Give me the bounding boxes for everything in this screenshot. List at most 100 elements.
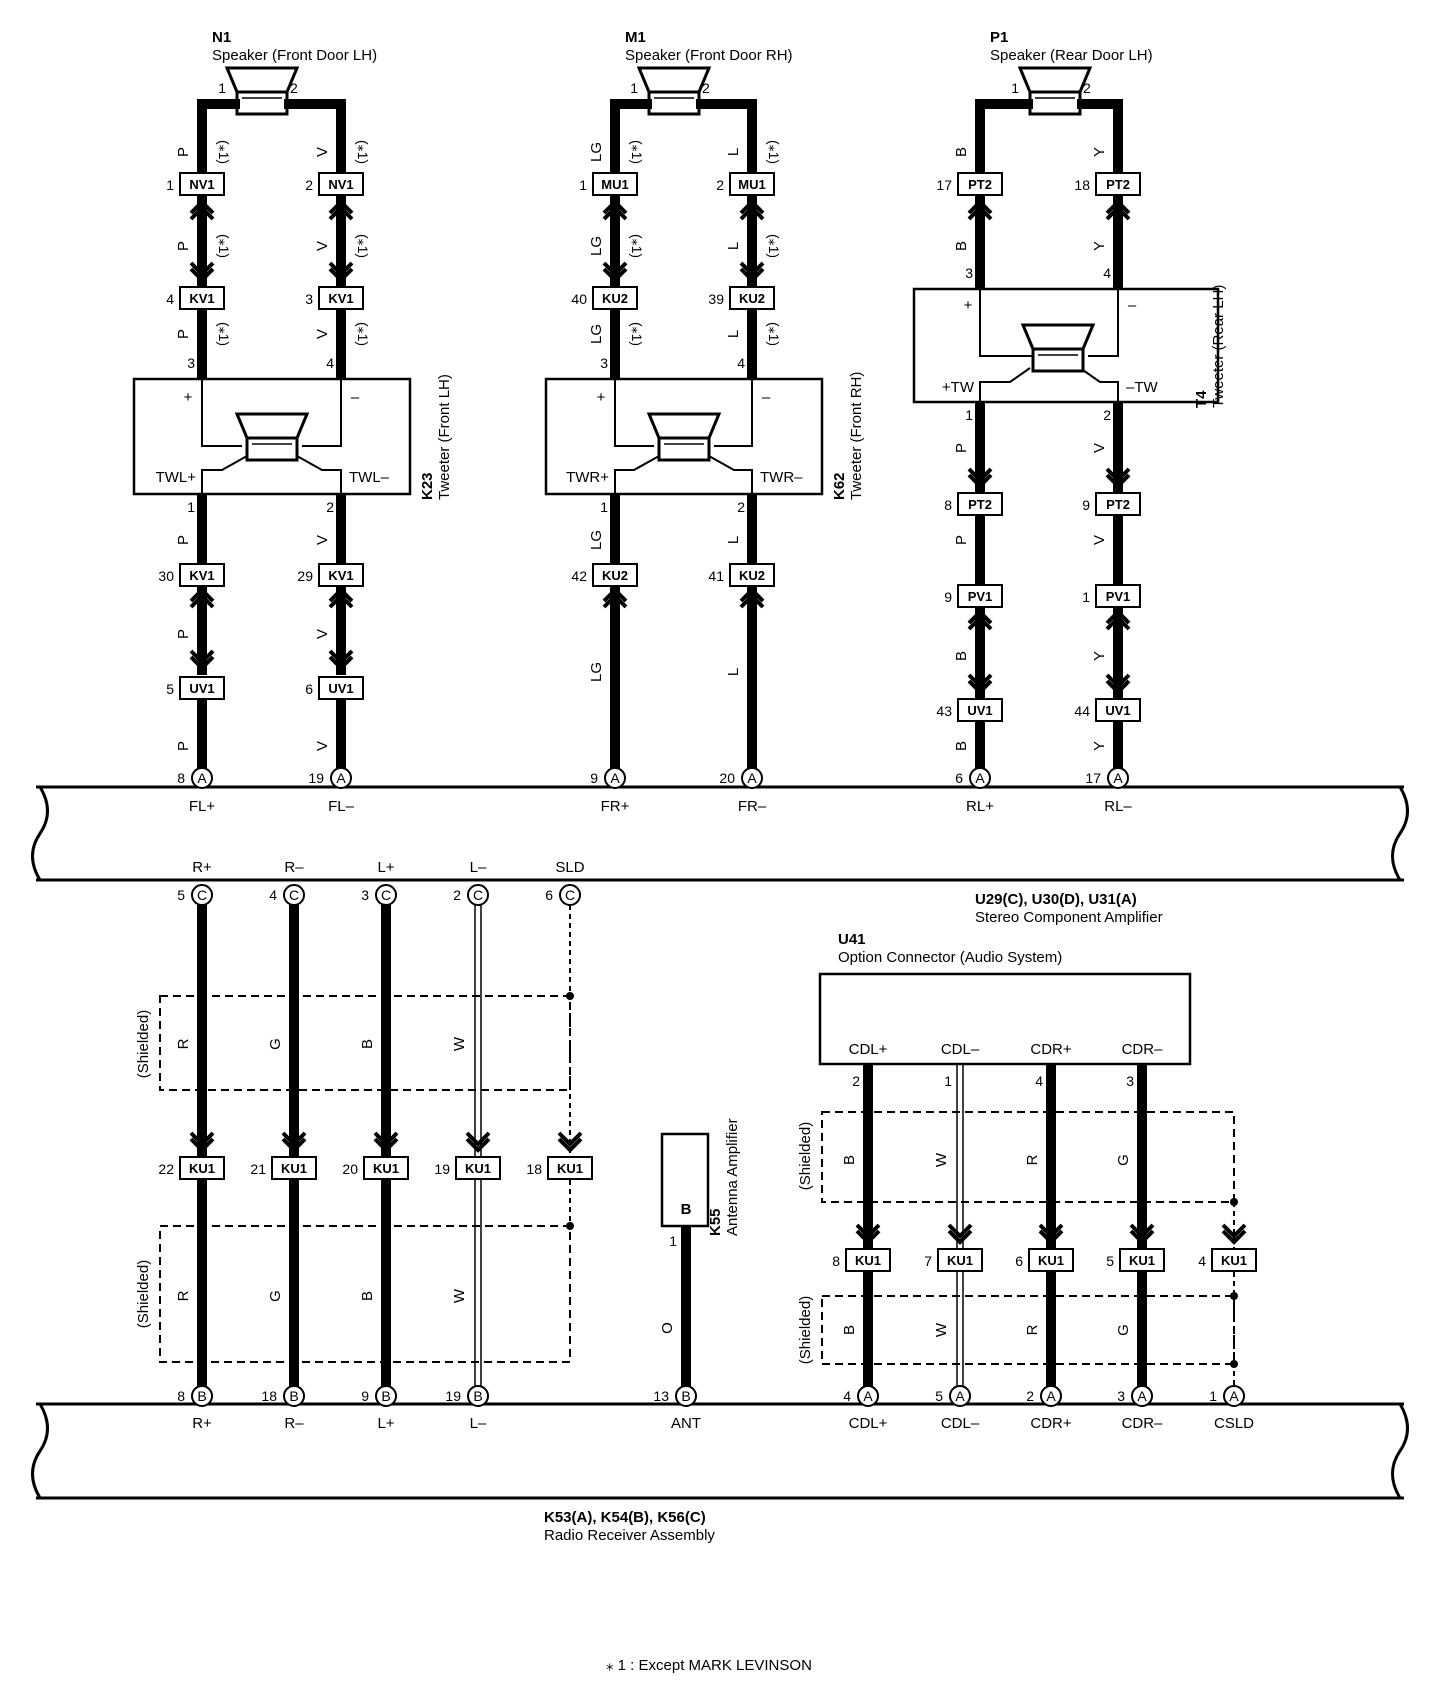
r5-chev-down xyxy=(557,1131,583,1152)
w6-circle-letter: A xyxy=(1113,770,1123,786)
r1-pin-c: 8 xyxy=(177,1388,185,1404)
w1-pin-e: 30 xyxy=(158,568,174,584)
r5-pin-b: 18 xyxy=(526,1161,542,1177)
w3-circle-letter: A xyxy=(610,770,620,786)
w2-color-5: V xyxy=(314,629,331,639)
amp-bottom-term-2: L+ xyxy=(377,859,394,876)
amp-term-3: FR– xyxy=(738,798,767,815)
radio-term-4: ANT xyxy=(671,1415,701,1432)
t4-minus: – xyxy=(1128,297,1137,314)
w6-pin-c: 2 xyxy=(1103,407,1111,423)
w1-conn-1 xyxy=(179,172,225,196)
w2-conn-2-label: KV1 xyxy=(328,291,353,306)
w3-pin-c: 3 xyxy=(600,355,608,371)
radio-rail-ends xyxy=(31,1403,1409,1499)
k55-box xyxy=(660,1132,710,1228)
k23-code: K23 xyxy=(419,472,436,500)
c3-color-1: R xyxy=(1024,1154,1041,1165)
p1-wire-left xyxy=(975,99,1033,160)
t4-speaker-icon xyxy=(1021,323,1095,373)
w5-color-1: B xyxy=(953,147,970,157)
r4-conn-label: KU1 xyxy=(465,1161,491,1176)
w6-color-2: Y xyxy=(1091,241,1108,251)
u41-term-1: CDL– xyxy=(941,1041,980,1058)
k62-name: Tweeter (Front RH) xyxy=(848,372,865,500)
c4-color-2: G xyxy=(1115,1324,1132,1336)
r3-color-1: B xyxy=(359,1039,376,1049)
w2-color-4: V xyxy=(314,535,331,545)
u41-box xyxy=(818,972,1192,1066)
w3-conn-2-label: KU2 xyxy=(602,291,628,306)
w2-color-2: V xyxy=(314,241,331,251)
w5-color-2: B xyxy=(953,241,970,251)
w1-color-4: P xyxy=(175,535,192,545)
r2-pin-b: 21 xyxy=(250,1161,266,1177)
w4-pin-c: 4 xyxy=(737,355,745,371)
shield-label-2: (Shielded) xyxy=(135,1260,152,1328)
w3-conn-1-label: MU1 xyxy=(601,177,628,192)
r1-conn xyxy=(179,1156,225,1180)
m1-pin-1: 1 xyxy=(630,80,638,96)
r4-circle-bottom xyxy=(467,1385,489,1407)
w4-color-5: L xyxy=(725,668,742,676)
w5-circle-letter: A xyxy=(975,770,985,786)
w4-pin-e: 41 xyxy=(708,568,724,584)
w5-conn-4-label: UV1 xyxy=(967,703,992,718)
n1-wire-right xyxy=(284,99,346,160)
w3-color-3: LG xyxy=(588,324,605,344)
amp-term-1: FL– xyxy=(328,798,355,815)
w6-color-3: V xyxy=(1091,443,1108,453)
w4-conn-2-label: KU2 xyxy=(739,291,765,306)
w4-conn-1 xyxy=(729,172,775,196)
radio-term-2: L+ xyxy=(377,1415,394,1432)
k55-letter: B xyxy=(681,1201,692,1218)
w5-color-5: B xyxy=(953,651,970,661)
w6-color-1: Y xyxy=(1091,147,1108,157)
ant-circle xyxy=(675,1385,697,1407)
amp-term-0: FL+ xyxy=(189,798,216,815)
w4-star-3: (⁎1) xyxy=(766,322,782,346)
w5-pin-f: 43 xyxy=(936,703,952,719)
c2-color-2: W xyxy=(933,1322,950,1337)
m1-code: M1 xyxy=(625,29,646,46)
k62-out-right: TWR– xyxy=(760,469,803,486)
w6-conn-1 xyxy=(1095,172,1141,196)
w4-color-4: L xyxy=(725,536,742,544)
r3-circle-bottom xyxy=(375,1385,397,1407)
r2-circle-top-letter: C xyxy=(289,887,299,903)
w5-pin-b: 3 xyxy=(965,265,973,281)
k55-name: Antenna Amplifier xyxy=(724,1118,741,1236)
w6-conn-1-label: PT2 xyxy=(1106,177,1130,192)
r1-circle-top-letter: C xyxy=(197,887,207,903)
w3-conn-3 xyxy=(592,563,638,587)
w2-conn-4 xyxy=(318,676,364,700)
r4-color-1: W xyxy=(451,1036,468,1051)
r5-pin-a: 6 xyxy=(545,887,553,903)
w3-pin-a: 1 xyxy=(579,177,587,193)
amplifier-rail-ends xyxy=(31,786,1409,881)
c3-pin-c: 2 xyxy=(1026,1388,1034,1404)
w1-star-3: (⁎1) xyxy=(216,322,232,346)
r1-pin-a: 5 xyxy=(177,887,185,903)
w1-color-2: P xyxy=(175,241,192,251)
c4-pin-a: 3 xyxy=(1126,1073,1134,1089)
w1-conn-2 xyxy=(179,286,225,310)
t4-inner-bl xyxy=(979,367,1031,402)
shield-junction-5 xyxy=(1230,1360,1238,1368)
c2-pin-a: 1 xyxy=(944,1073,952,1089)
p1-name: Speaker (Rear Door LH) xyxy=(990,47,1153,64)
w5-conn-4 xyxy=(957,698,1003,722)
w4-conn-1-label: MU1 xyxy=(738,177,765,192)
w2-star-3: (⁎1) xyxy=(355,322,371,346)
w3-star-1: (⁎1) xyxy=(629,140,645,164)
c4-circle-letter: A xyxy=(1137,1388,1147,1404)
shield-label-3: (Shielded) xyxy=(797,1122,814,1190)
w6-color-6: Y xyxy=(1091,741,1108,751)
r2-circle-bottom-letter: B xyxy=(289,1388,298,1404)
w1-pin-c: 3 xyxy=(187,355,195,371)
shield-junction-2 xyxy=(566,1222,574,1230)
t4-out-left: +TW xyxy=(942,379,975,396)
c1-conn-label: KU1 xyxy=(855,1253,881,1268)
c4-conn xyxy=(1119,1248,1165,1272)
w3-color-5: LG xyxy=(588,662,605,682)
